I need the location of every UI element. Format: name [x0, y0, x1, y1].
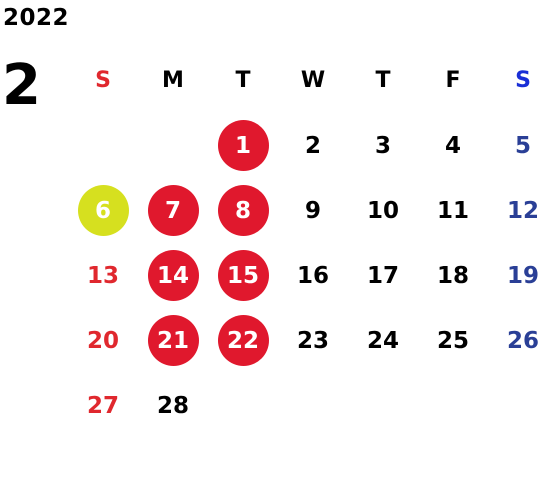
day-number: 26 — [506, 327, 539, 354]
day-cell-27[interactable]: 27 — [68, 373, 138, 438]
day-cell-25[interactable]: 25 — [418, 308, 488, 373]
day-number: 6 — [77, 185, 129, 236]
day-cell-10[interactable]: 10 — [348, 178, 418, 243]
day-cell-6[interactable]: 6 — [68, 178, 138, 243]
day-cell-20[interactable]: 20 — [68, 308, 138, 373]
day-number: 10 — [366, 197, 399, 224]
day-cell-21[interactable]: 21 — [138, 308, 208, 373]
empty-day-cell — [418, 373, 488, 438]
weekday-header-tuesday: T — [235, 68, 251, 93]
day-number: 3 — [374, 132, 391, 159]
day-number: 8 — [217, 185, 269, 236]
day-cell-19[interactable]: 19 — [488, 243, 548, 308]
day-number: 22 — [217, 315, 269, 366]
day-cell-7[interactable]: 7 — [138, 178, 208, 243]
day-number: 23 — [296, 327, 329, 354]
day-cell-24[interactable]: 24 — [348, 308, 418, 373]
weekday-header-wednesday: W — [300, 68, 326, 93]
empty-day-cell — [138, 113, 208, 178]
day-cell-22[interactable]: 22 — [208, 308, 278, 373]
day-number: 17 — [366, 262, 399, 289]
day-number: 28 — [156, 392, 189, 419]
day-number: 25 — [436, 327, 469, 354]
empty-day-cell — [488, 373, 548, 438]
day-cell-11[interactable]: 11 — [418, 178, 488, 243]
day-cell-2[interactable]: 2 — [278, 113, 348, 178]
day-cell-15[interactable]: 15 — [208, 243, 278, 308]
day-cell-23[interactable]: 23 — [278, 308, 348, 373]
day-cell-16[interactable]: 16 — [278, 243, 348, 308]
day-number: 19 — [506, 262, 539, 289]
day-cell-3[interactable]: 3 — [348, 113, 418, 178]
day-number: 20 — [86, 327, 119, 354]
day-cell-1[interactable]: 1 — [208, 113, 278, 178]
weekday-header-saturday: S — [515, 68, 531, 93]
day-cell-17[interactable]: 17 — [348, 243, 418, 308]
month-label: 2 — [2, 53, 41, 118]
day-cell-18[interactable]: 18 — [418, 243, 488, 308]
day-number: 14 — [147, 250, 199, 301]
weekday-header-sunday: S — [95, 68, 111, 93]
day-number: 1 — [217, 120, 269, 171]
day-cell-28[interactable]: 28 — [138, 373, 208, 438]
day-number: 11 — [436, 197, 469, 224]
day-number: 16 — [296, 262, 329, 289]
day-cell-12[interactable]: 12 — [488, 178, 548, 243]
day-number: 13 — [86, 262, 119, 289]
day-cell-26[interactable]: 26 — [488, 308, 548, 373]
day-number: 15 — [217, 250, 269, 301]
empty-day-cell — [208, 373, 278, 438]
empty-day-cell — [278, 373, 348, 438]
weekday-header-monday: M — [162, 68, 184, 93]
day-cell-8[interactable]: 8 — [208, 178, 278, 243]
day-cell-4[interactable]: 4 — [418, 113, 488, 178]
day-number: 7 — [147, 185, 199, 236]
day-number: 4 — [444, 132, 461, 159]
day-number: 18 — [436, 262, 469, 289]
weekday-header-thursday: T — [375, 68, 391, 93]
day-number: 21 — [147, 315, 199, 366]
day-number: 24 — [366, 327, 399, 354]
day-number: 2 — [304, 132, 321, 159]
day-number: 5 — [514, 132, 531, 159]
day-cell-14[interactable]: 14 — [138, 243, 208, 308]
empty-day-cell — [68, 113, 138, 178]
day-cell-9[interactable]: 9 — [278, 178, 348, 243]
empty-day-cell — [348, 373, 418, 438]
year-label: 2022 — [3, 5, 70, 31]
day-number: 12 — [506, 197, 539, 224]
day-cell-5[interactable]: 5 — [488, 113, 548, 178]
day-number: 27 — [86, 392, 119, 419]
day-cell-13[interactable]: 13 — [68, 243, 138, 308]
day-number: 9 — [304, 197, 321, 224]
weekday-header-friday: F — [445, 68, 461, 93]
